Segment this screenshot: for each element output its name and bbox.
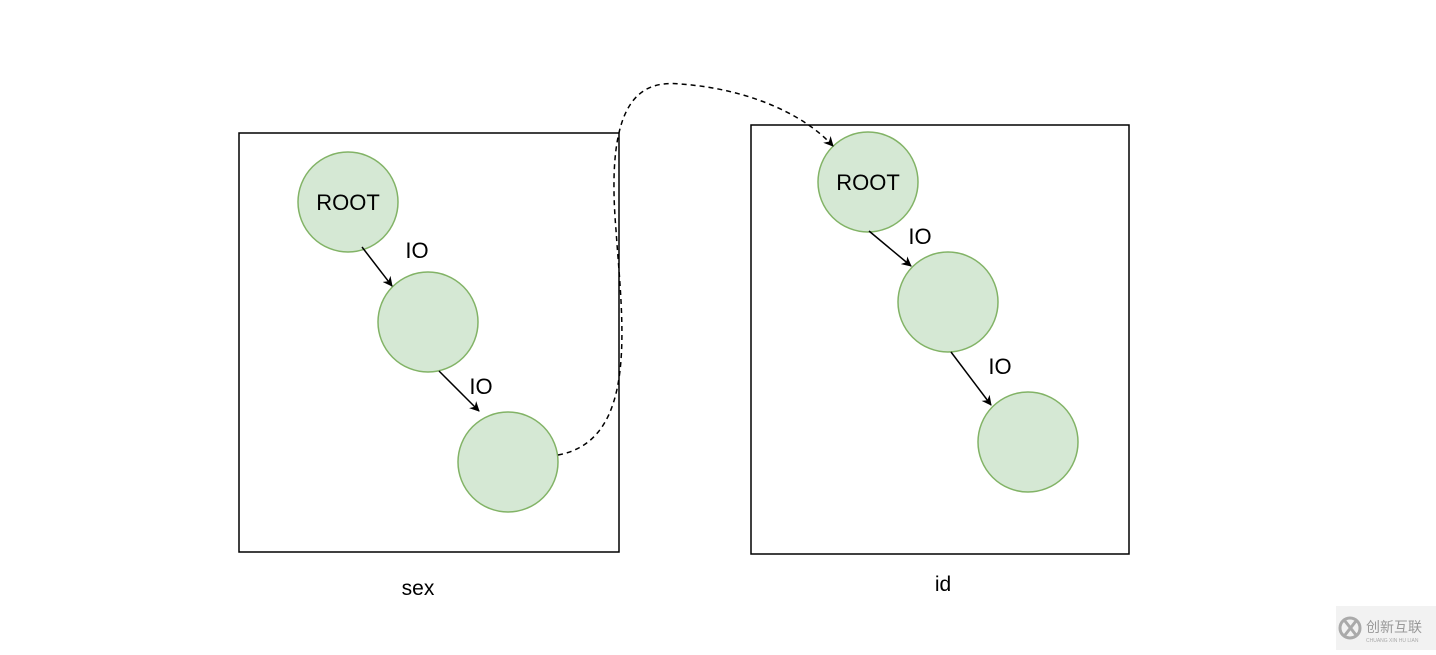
node-label: ROOT: [836, 170, 900, 195]
svg-text:创新互联: 创新互联: [1366, 619, 1422, 635]
dashed-link-arrow: [557, 82, 834, 456]
child-node[interactable]: [377, 271, 479, 373]
edge-label: IO: [908, 224, 931, 249]
svg-text:CHUANG XIN HU LIAN: CHUANG XIN HU LIAN: [1366, 638, 1419, 644]
group-sex: ROOT IO IO sex: [238, 132, 620, 600]
edge-label: IO: [405, 238, 428, 263]
edge-label: IO: [469, 374, 492, 399]
root-node[interactable]: [297, 151, 399, 253]
group-box: [750, 124, 1130, 555]
edge-arrow: [868, 230, 912, 267]
group-id: ROOT IO IO id: [750, 124, 1130, 596]
group-label: sex: [402, 577, 435, 600]
edge-label: IO: [988, 354, 1011, 379]
leaf-node[interactable]: [977, 391, 1079, 493]
node-label: ROOT: [316, 190, 380, 215]
watermark-logo: 创新互联 CHUANG XIN HU LIAN: [1336, 606, 1436, 650]
root-node[interactable]: [817, 131, 919, 233]
edge-arrow: [361, 246, 393, 287]
leaf-node[interactable]: [457, 411, 559, 513]
child-node[interactable]: [897, 251, 999, 353]
group-box: [238, 132, 620, 553]
edge-arrow: [950, 351, 992, 406]
group-label: id: [935, 573, 951, 596]
edge-arrow: [438, 370, 480, 412]
